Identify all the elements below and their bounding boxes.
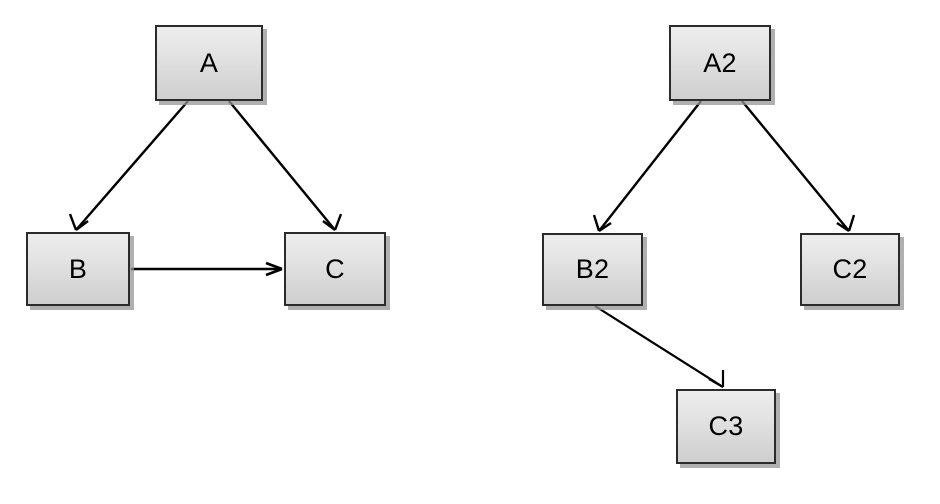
node-b2[interactable]: B2 — [542, 233, 643, 306]
node-a2-label: A2 — [703, 47, 737, 78]
node-a[interactable]: A — [155, 25, 263, 101]
node-c3[interactable]: C3 — [676, 389, 776, 464]
node-a2[interactable]: A2 — [669, 25, 771, 101]
edge-a-to-c — [228, 100, 343, 231]
node-b-label: B — [68, 253, 88, 284]
edge-b2-to-c3 — [594, 305, 725, 388]
node-c2[interactable]: C2 — [800, 233, 900, 306]
edge-a2-to-b2 — [592, 100, 702, 232]
node-c-label: C — [325, 253, 345, 284]
edge-a2-to-c2 — [741, 100, 856, 232]
edge-a-to-b — [68, 100, 189, 231]
node-a-label: A — [199, 47, 219, 78]
node-b2-label: B2 — [575, 254, 610, 284]
node-c[interactable]: C — [284, 232, 386, 306]
node-b[interactable]: B — [26, 232, 130, 306]
edge-b-to-c — [131, 261, 283, 277]
node-c3-label: C3 — [708, 411, 744, 441]
node-c2-label: C2 — [832, 254, 868, 284]
